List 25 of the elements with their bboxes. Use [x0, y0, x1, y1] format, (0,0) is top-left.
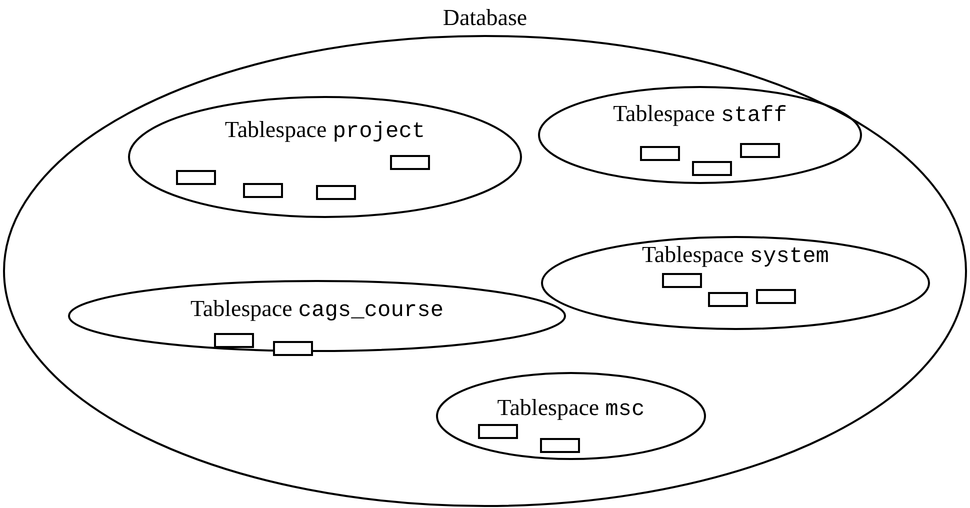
table-box	[273, 341, 313, 356]
tablespace-label: Tablespace	[642, 242, 744, 267]
table-box	[214, 333, 254, 348]
table-box	[390, 155, 430, 170]
database-label: Database	[442, 5, 528, 30]
table-box	[662, 273, 702, 288]
table-box	[243, 183, 283, 198]
tablespace-label: Tablespace	[497, 395, 600, 420]
table-box	[756, 289, 796, 304]
tablespace-name: msc	[605, 397, 645, 422]
tablespace-label: Tablespace	[613, 101, 715, 126]
table-box	[540, 438, 580, 453]
table-box	[478, 424, 518, 439]
table-box	[692, 161, 732, 176]
tablespace-name: cags_course	[298, 298, 444, 323]
table-box	[640, 146, 680, 161]
tablespace-label: Tablespace	[190, 296, 292, 321]
tablespace-label: Tablespace	[224, 117, 327, 142]
table-box	[708, 292, 748, 307]
tablespace-name: system	[750, 244, 830, 269]
table-box	[176, 170, 216, 185]
table-box	[316, 185, 356, 200]
tablespace-name: staff	[720, 103, 787, 128]
tablespace-name: project	[332, 119, 426, 144]
table-box	[740, 143, 780, 158]
